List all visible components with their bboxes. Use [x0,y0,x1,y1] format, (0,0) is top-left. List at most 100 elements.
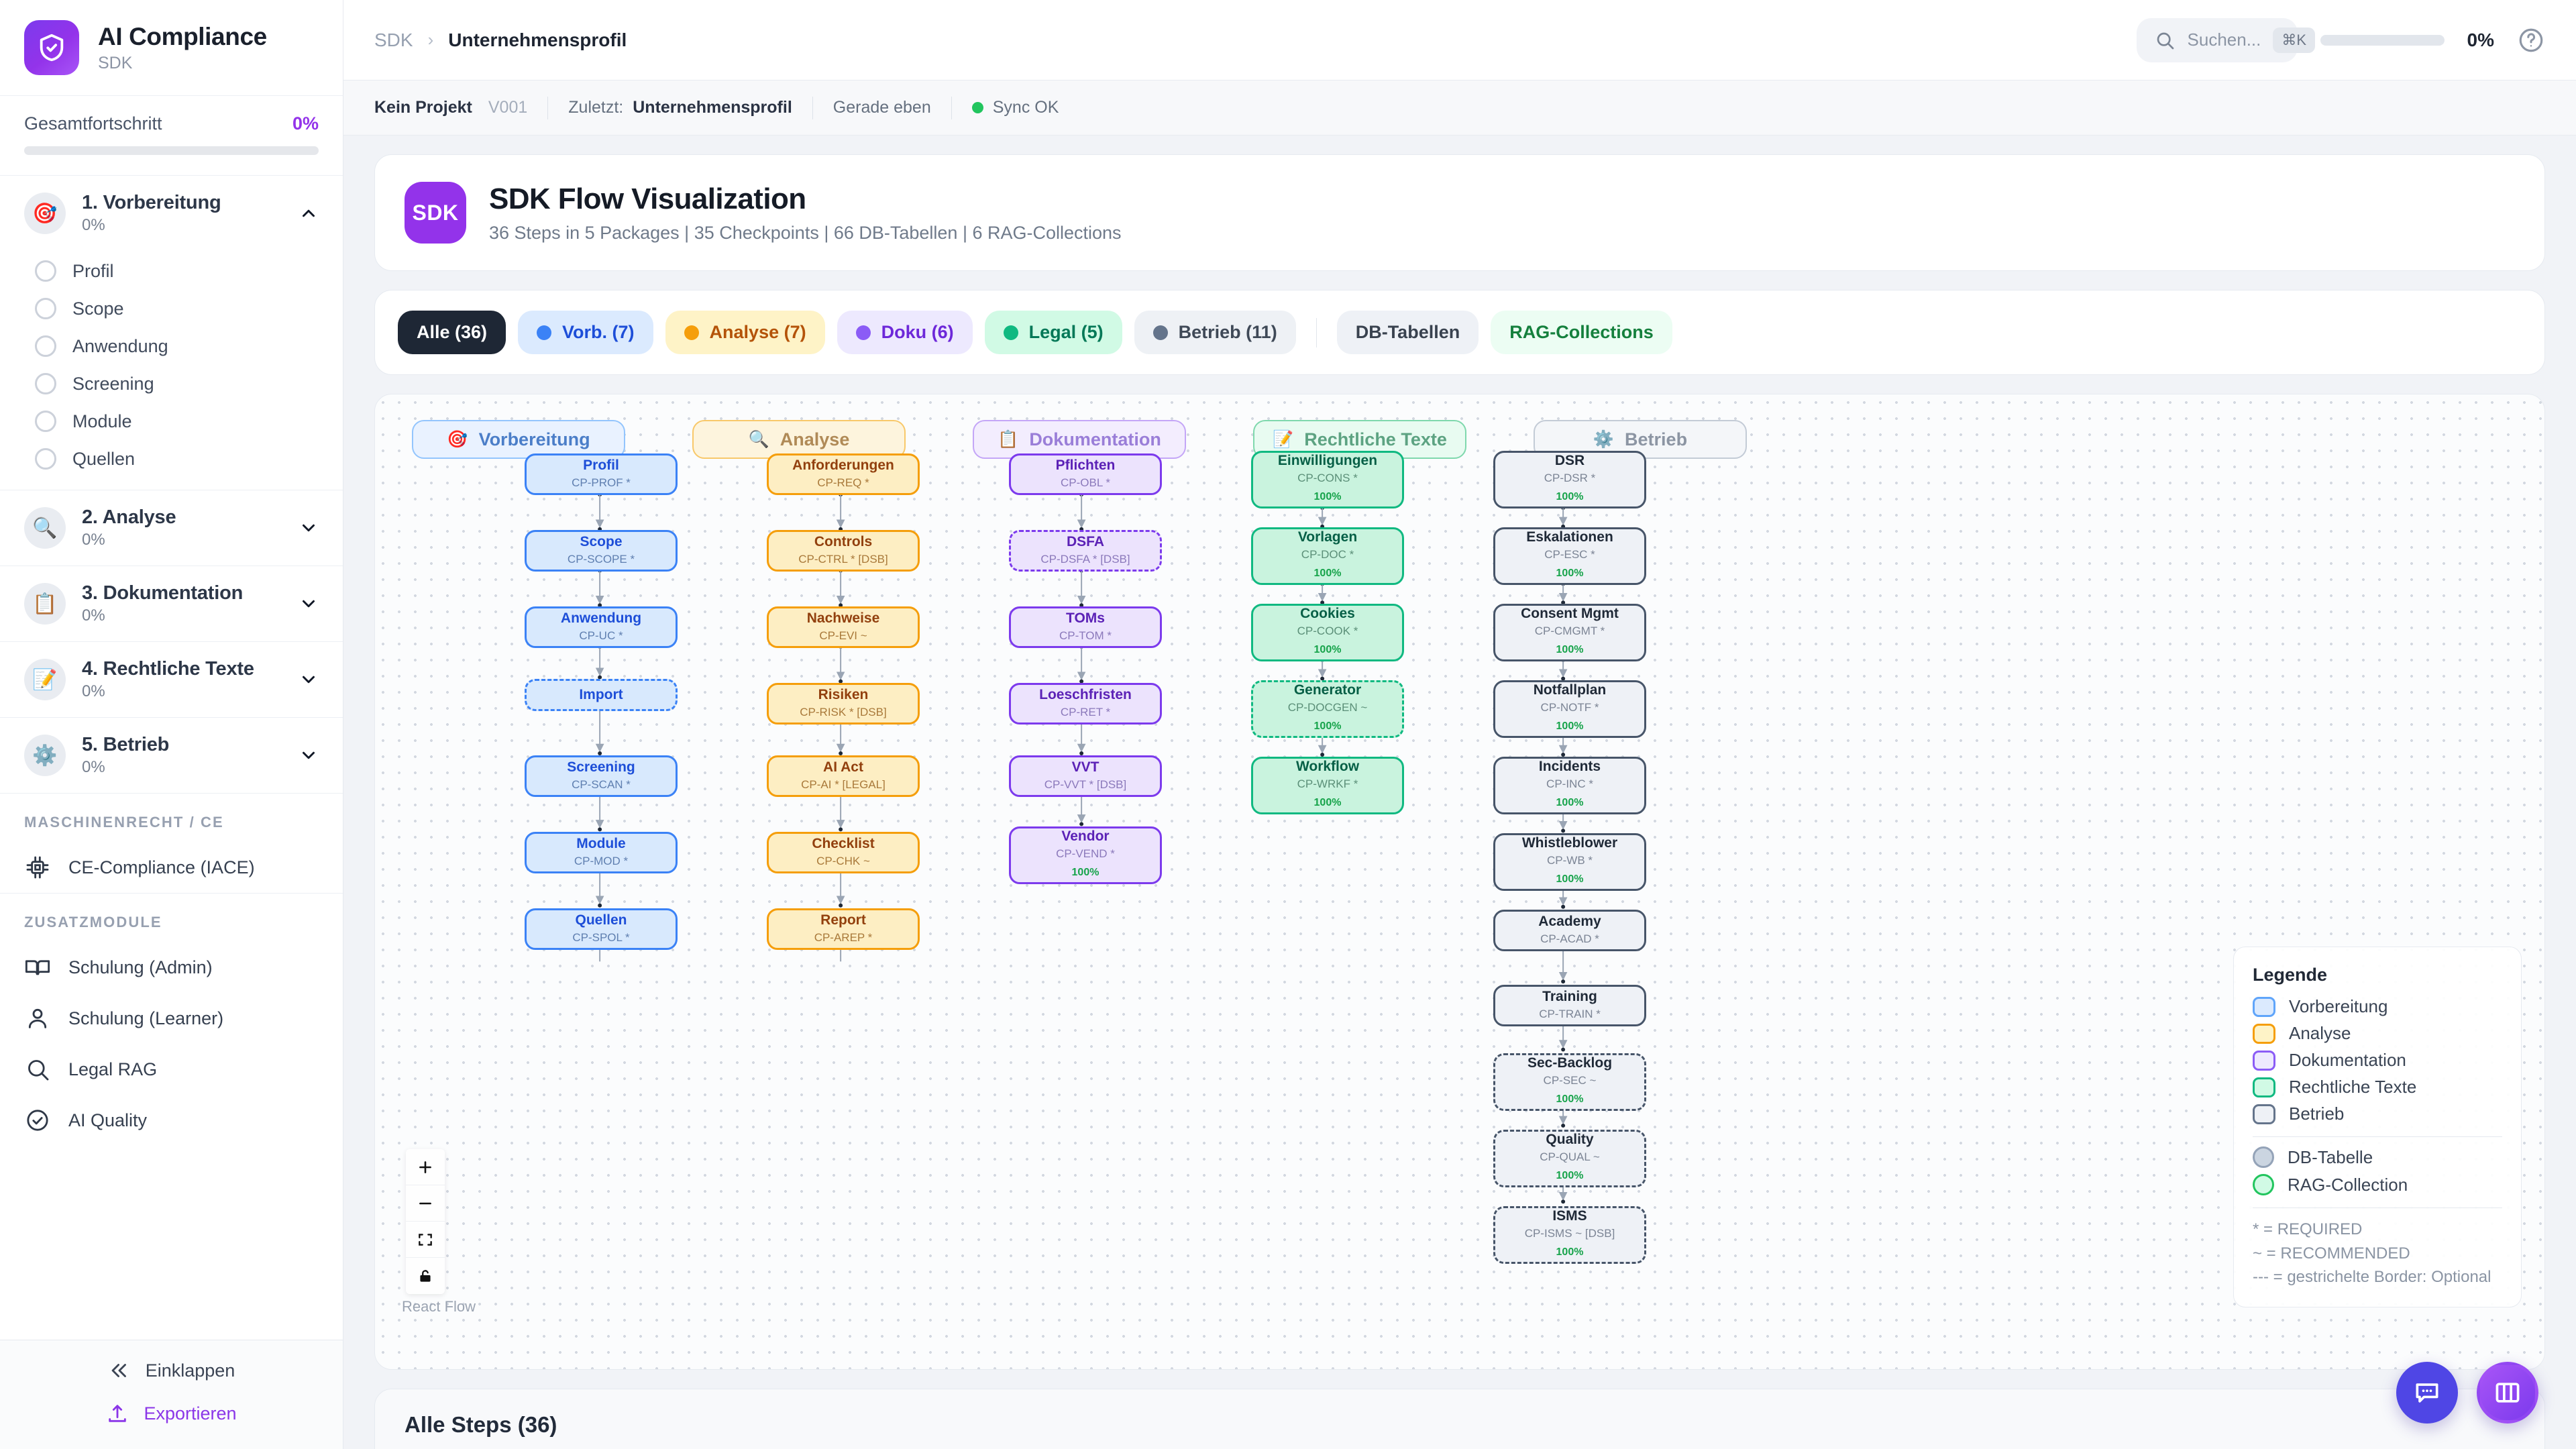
meta-last-value: Unternehmensprofil [633,98,792,117]
zoom-out-button[interactable] [406,1185,445,1222]
sidebar-step-screening[interactable]: Screening [0,365,343,402]
sidebar-phase-header[interactable]: 🔍 2. Analyse 0% [0,490,343,566]
node-title: Scope [580,534,623,550]
flow-canvas[interactable]: 🎯 Vorbereitung🔍 Analyse📋 Dokumentation📝 … [374,394,2545,1370]
sidebar-step-profil[interactable]: Profil [0,252,343,290]
meta-sync-status: Sync OK [971,98,1059,117]
lane-emoji-icon: 📋 [998,429,1019,449]
lock-button[interactable] [406,1258,445,1294]
node-code: CP-DOC * [1301,547,1354,561]
sidebar-item-legal-rag[interactable]: Legal RAG [0,1044,343,1095]
node-title: Training [1542,989,1597,1005]
flow-handle-dot [1561,1047,1566,1052]
legend-row: RAG-Collection [2253,1174,2502,1196]
sidebar-phase-header[interactable]: 🎯 1. Vorbereitung 0% [0,176,343,251]
filter-chip-rag-collections[interactable]: RAG-Collections [1491,311,1672,354]
export-button[interactable]: Exportieren [106,1402,237,1425]
filter-chip-doku-6[interactable]: Doku (6) [837,311,973,354]
check-circle-icon [27,1110,48,1131]
chat-fab[interactable] [2396,1362,2458,1424]
flow-lane-rechtliche-texte: 📝 Rechtliche Texte [1253,420,1466,459]
sidebar-brand[interactable]: AI Compliance SDK [0,0,343,96]
sidebar-phase-list: 🎯 1. Vorbereitung 0% Profil Scope Anwend… [0,176,343,794]
chip-dot-icon [684,325,699,340]
collapse-sidebar-button[interactable]: Einklappen [108,1359,235,1382]
step-status-circle-icon [35,411,56,432]
zoom-in-button[interactable] [406,1149,445,1185]
sidebar-step-quellen[interactable]: Quellen [0,440,343,478]
legend-notes: * = REQUIRED~ = RECOMMENDED--- = gestric… [2253,1218,2502,1289]
sidebar-item-ce-compliance[interactable]: CE-Compliance (IACE) [0,842,343,893]
filter-chip-betrieb-11[interactable]: Betrieb (11) [1134,311,1296,354]
filter-chip-db-tabellen[interactable]: DB-Tabellen [1336,311,1479,354]
filter-chip-vorb-7[interactable]: Vorb. (7) [518,311,653,354]
sidebar-step-module[interactable]: Module [0,402,343,440]
sidebar-step-scope[interactable]: Scope [0,290,343,327]
node-code: CP-CTRL * [DSB] [798,553,888,566]
flow-inner: 🎯 Vorbereitung🔍 Analyse📋 Dokumentation📝 … [375,394,2544,1369]
sidebar-section-machine-header: MASCHINENRECHT / CE [24,814,224,830]
sidebar-phase-header[interactable]: 📝 4. Rechtliche Texte 0% [0,642,343,717]
lane-emoji-icon: 🎯 [447,429,468,449]
sidebar-item-ai-quality[interactable]: AI Quality [0,1095,343,1146]
node-percent: 100% [1556,1170,1584,1182]
topbar-progress-bar [2320,34,2445,46]
flow-node-import[interactable]: Import [525,679,678,711]
legend-label: DB-Tabelle [2288,1146,2373,1167]
filter-chip-legal-5[interactable]: Legal (5) [984,311,1122,354]
filter-chip-analyse-7[interactable]: Analyse (7) [665,311,825,354]
breadcrumb-root[interactable]: SDK [374,29,413,50]
sidebar-step-anwendung[interactable]: Anwendung [0,327,343,365]
sidebar-item-schulung-admin[interactable]: Schulung (Admin) [0,942,343,993]
panel-fab[interactable] [2477,1362,2538,1424]
flow-handle-dot [839,903,843,908]
sidebar-phase-header[interactable]: ⚙️ 5. Betrieb 0% [0,718,343,793]
node-title: Consent Mgmt [1521,605,1619,621]
search-input[interactable]: Suchen... ⌘K [2136,17,2316,62]
sidebar: AI Compliance SDK Gesamtfortschritt 0% 🎯… [0,0,343,1449]
help-button[interactable] [2517,26,2545,54]
sidebar-item-schulung-learner[interactable]: Schulung (Learner) [0,993,343,1044]
filter-chip-alle-36[interactable]: Alle (36) [398,311,506,354]
node-title: Nachweise [806,610,880,627]
sidebar-phase-header[interactable]: 📋 3. Dokumentation 0% [0,566,343,641]
fit-view-button[interactable] [406,1222,445,1258]
overall-progress-bar [24,146,319,155]
